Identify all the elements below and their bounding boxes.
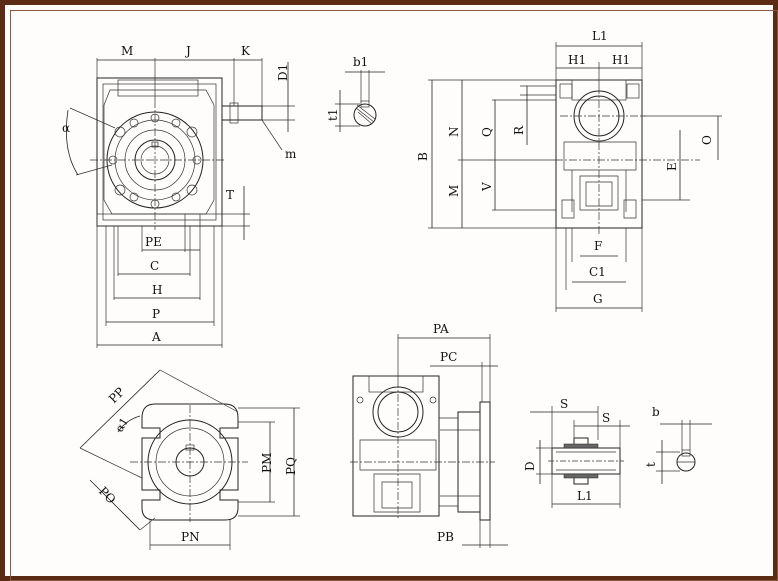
dim-label-PM: PM (260, 453, 274, 473)
dim-label-H1-right: H1 (612, 53, 630, 67)
dim-label-t1: t1 (326, 109, 340, 121)
shaft-key-section (335, 70, 385, 132)
dim-label-A: A (151, 330, 161, 344)
dim-label-b: b (652, 405, 660, 419)
dim-label-Q: Q (480, 127, 494, 137)
dim-label-H: H (152, 283, 162, 297)
dim-label-P: P (152, 307, 160, 321)
dim-label-PE: PE (145, 235, 162, 249)
output-flange-view (79, 369, 300, 550)
dim-label-G: G (593, 292, 603, 306)
output-key-section (656, 420, 712, 484)
dim-label-C: C (150, 259, 159, 273)
dim-label-N: N (447, 127, 461, 138)
dim-label-V: V (480, 182, 494, 192)
output-flange-plate (479, 401, 491, 521)
dim-label-S-left: S (560, 397, 568, 411)
dim-label-O: O (700, 135, 714, 145)
dim-label-F: F (594, 239, 602, 253)
dim-label-L1: L1 (592, 29, 608, 43)
dim-label-t: t (644, 462, 658, 467)
input-shaft (221, 105, 263, 121)
dim-label-D1: D1 (276, 64, 290, 81)
dim-label-D: D (523, 461, 537, 471)
dim-label-S-right: S (602, 411, 610, 425)
dim-label-J: J (184, 44, 191, 58)
dim-label-M-side: M (447, 185, 461, 197)
front-view (66, 58, 295, 348)
dim-label-m: m (285, 147, 297, 161)
dim-label-PP: PP (106, 385, 127, 406)
dim-label-PO: PO (96, 484, 119, 507)
flanged-housing (352, 375, 440, 517)
output-shaft-view (530, 406, 630, 508)
dim-label-PC: PC (440, 350, 457, 364)
dim-label-L1-shaft: L1 (577, 489, 593, 503)
dim-label-R: R (512, 125, 526, 135)
dim-label-H1-left: H1 (568, 53, 586, 67)
dim-label-alpha: α (62, 121, 70, 135)
flanged-side-view (350, 334, 508, 548)
dim-label-PB: PB (437, 530, 454, 544)
dim-label-B: B (416, 152, 430, 161)
dim-label-E: E (665, 162, 679, 171)
dim-label-PQ: PQ (284, 457, 298, 475)
side-view (428, 42, 722, 312)
dim-label-M: M (121, 44, 133, 58)
dim-label-b1: b1 (353, 55, 368, 69)
dim-label-alpha1: α1 (113, 415, 131, 434)
flange-outline (141, 403, 239, 521)
dim-label-C1: C1 (589, 265, 606, 279)
dim-label-PN: PN (181, 530, 200, 544)
dim-label-T: T (226, 188, 234, 202)
dim-label-K: K (241, 44, 251, 58)
dim-label-PA: PA (433, 322, 449, 336)
